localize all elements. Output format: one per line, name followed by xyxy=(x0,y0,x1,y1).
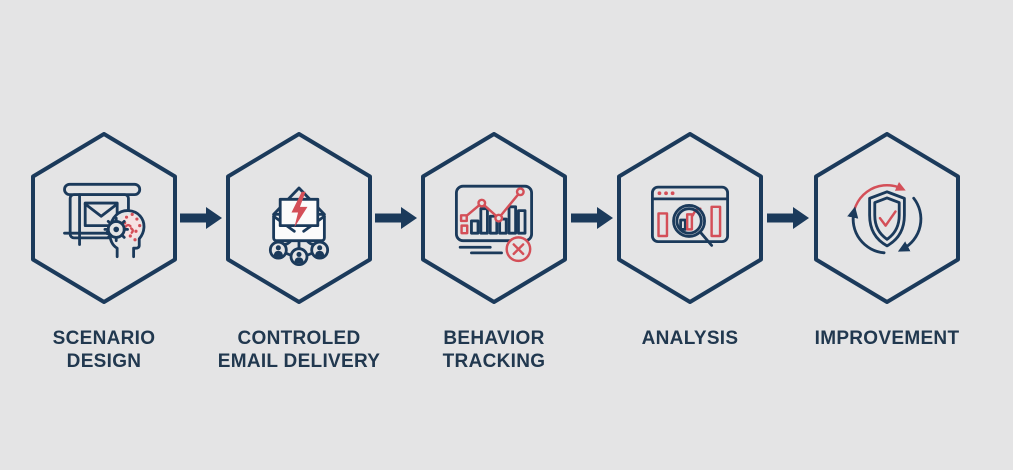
hexagon-outline xyxy=(421,132,567,304)
process-step-improvement: IMPROVEMENT xyxy=(789,0,985,470)
flow-arrow-icon xyxy=(571,207,613,229)
hexagon-outline xyxy=(31,132,177,304)
flow-arrow-icon xyxy=(375,207,417,229)
blueprint-brain-gear-icon xyxy=(63,182,146,259)
step-label: SCENARIO DESIGN xyxy=(52,328,156,372)
step-label: CONTROLED EMAIL DELIVERY xyxy=(217,328,381,372)
flow-arrow-icon xyxy=(180,207,222,229)
step-label: BEHAVIOR TRACKING xyxy=(442,328,546,372)
step-label: IMPROVEMENT xyxy=(814,328,960,349)
hexagon-outline xyxy=(226,132,372,304)
shield-check-refresh-icon xyxy=(847,181,923,255)
monitor-chart-error-icon xyxy=(454,184,534,263)
process-step-analysis: ANALYSIS xyxy=(592,0,788,470)
hexagon-outline xyxy=(814,132,960,304)
process-step-scenario-design: SCENARIO DESIGN xyxy=(6,0,202,470)
hexagon-outline xyxy=(617,132,763,304)
process-step-controled-email-delivery: CONTROLED EMAIL DELIVERY xyxy=(201,0,397,470)
flow-arrow-icon xyxy=(767,207,809,229)
browser-magnifier-chart-icon xyxy=(650,185,730,247)
envelope-lightning-network-icon xyxy=(268,186,330,267)
step-label: ANALYSIS xyxy=(641,328,739,349)
process-step-behavior-tracking: BEHAVIOR TRACKING xyxy=(396,0,592,470)
